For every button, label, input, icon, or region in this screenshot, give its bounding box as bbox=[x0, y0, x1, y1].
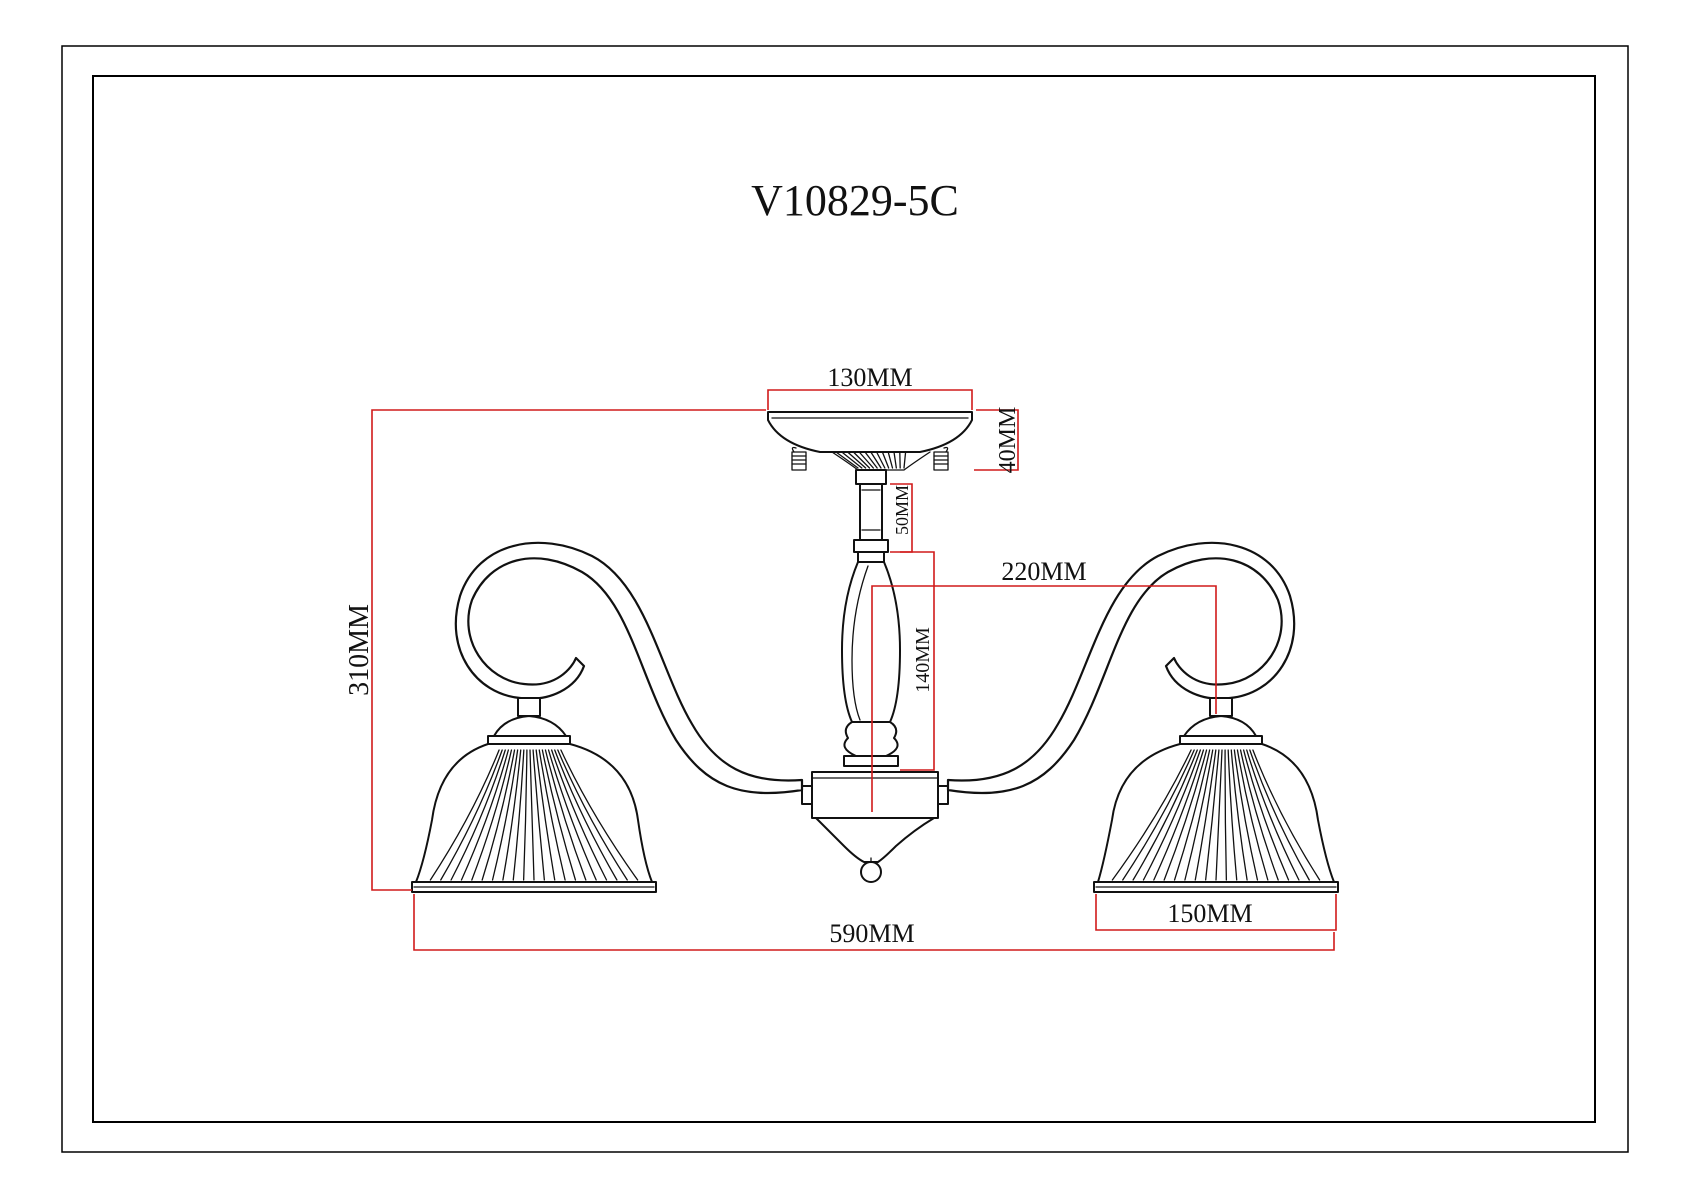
dim-shade-width-label: 150MM bbox=[1167, 899, 1252, 928]
dim-total-height-label: 310MM bbox=[344, 604, 375, 696]
inner-frame bbox=[92, 75, 1596, 1123]
canopy bbox=[767, 411, 973, 471]
dim-body-height: 140MM bbox=[900, 551, 935, 771]
dim-canopy-width-label: 130MM bbox=[827, 363, 912, 392]
left-arm bbox=[454, 541, 804, 795]
dim-arm-reach: 220MM bbox=[871, 557, 1217, 812]
right-shade bbox=[1093, 743, 1339, 893]
dim-body-height-label: 140MM bbox=[912, 627, 934, 693]
dim-shade-width: 150MM bbox=[1095, 894, 1337, 931]
dim-total-width-label: 590MM bbox=[829, 919, 914, 948]
dim-total-height: 310MM bbox=[344, 409, 766, 891]
dimension-annotations: 130MM 40MM 50MM 140MM 220MM 310MM bbox=[344, 363, 1337, 951]
dim-stem-segment-label: 50MM bbox=[892, 485, 912, 535]
dim-canopy-height: 40MM bbox=[974, 407, 1021, 474]
left-shade bbox=[411, 743, 657, 893]
central-hub bbox=[801, 771, 949, 883]
dim-total-width: 590MM bbox=[413, 894, 1335, 951]
lamp-drawing bbox=[411, 411, 1339, 893]
dim-canopy-width: 130MM bbox=[767, 363, 973, 410]
outer-frame bbox=[61, 45, 1629, 1153]
model-title: V10829-5C bbox=[751, 176, 959, 225]
dim-stem-segment: 50MM bbox=[890, 483, 913, 553]
baluster-body bbox=[841, 561, 901, 767]
dim-arm-reach-label: 220MM bbox=[1001, 557, 1086, 586]
stem bbox=[853, 469, 889, 563]
dim-canopy-height-label: 40MM bbox=[995, 407, 1021, 474]
